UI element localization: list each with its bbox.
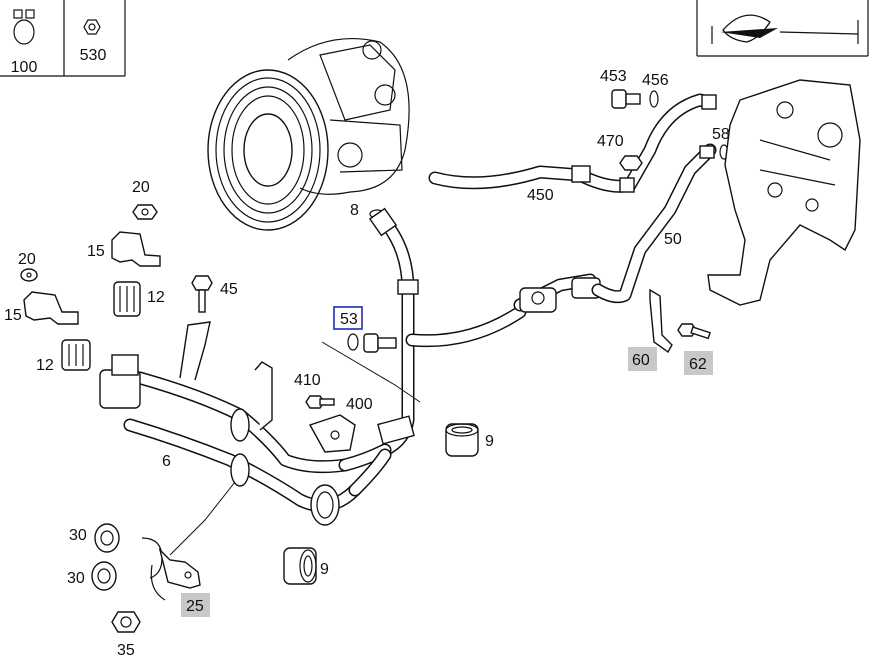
part-label-453[interactable]: 453 [600, 68, 627, 85]
bolt-410[interactable] [305, 395, 335, 409]
part-label-45[interactable]: 45 [220, 281, 238, 298]
part-label-12-upper[interactable]: 12 [147, 289, 165, 306]
part-label-20-upper[interactable]: 20 [132, 179, 150, 196]
part-label-9-right[interactable]: 9 [485, 433, 494, 450]
grommet-30-lower[interactable] [91, 561, 117, 591]
part-label-60[interactable]: 60 [632, 352, 650, 369]
nut-icon [83, 19, 101, 35]
nut-35[interactable] [111, 611, 141, 633]
part-label-400[interactable]: 400 [346, 396, 373, 413]
grommet-9-bottom[interactable] [283, 547, 317, 585]
bolt-62[interactable] [677, 323, 711, 340]
part-label-456[interactable]: 456 [642, 72, 669, 89]
part-label-470[interactable]: 470 [597, 133, 624, 150]
part-label-62[interactable]: 62 [689, 356, 707, 373]
part-label-30-upper[interactable]: 30 [69, 527, 87, 544]
nut-470[interactable] [619, 155, 643, 171]
grommet-30-upper[interactable] [94, 523, 120, 553]
part-label-12-lower[interactable]: 12 [36, 357, 54, 374]
banjo-bolt-453[interactable] [611, 89, 641, 109]
orientation-box [696, 0, 869, 57]
hose-assembly-6[interactable] [99, 321, 392, 513]
part-label-450[interactable]: 450 [527, 187, 554, 204]
part-label-30-lower[interactable]: 30 [67, 570, 85, 587]
clip-25[interactable] [141, 537, 201, 601]
power-steering-pump[interactable] [207, 37, 410, 231]
vehicle-view-icon [711, 14, 859, 44]
part-label-6[interactable]: 6 [162, 453, 171, 470]
highlight-box-60 [628, 347, 657, 371]
part-label-15-upper[interactable]: 15 [87, 243, 105, 260]
hose-clamp-icon [13, 9, 35, 45]
washer-20-lower[interactable] [20, 268, 38, 282]
leader-line-53 [321, 341, 421, 403]
grommet-9-right[interactable] [445, 423, 479, 457]
part-label-25[interactable]: 25 [186, 598, 204, 615]
bolt-45[interactable] [191, 275, 213, 313]
bracket-15-upper[interactable] [111, 231, 161, 267]
nut-part-number[interactable]: 530 [80, 47, 107, 64]
part-label-15-lower[interactable]: 15 [4, 307, 22, 324]
bracket-60[interactable] [649, 288, 673, 354]
clamp-part-number[interactable]: 100 [11, 59, 38, 76]
part-label-20-lower[interactable]: 20 [18, 251, 36, 268]
return-line[interactable] [405, 143, 717, 348]
part-label-53[interactable]: 53 [340, 311, 358, 328]
inset-table: 100 530 [0, 0, 126, 77]
part-label-8[interactable]: 8 [350, 202, 359, 219]
part-label-58[interactable]: 58 [712, 126, 730, 143]
bracket-15-lower[interactable] [23, 291, 79, 325]
highlight-box-62 [684, 351, 713, 375]
banjo-bolt-53[interactable] [347, 333, 397, 353]
leader-line-6 [169, 481, 236, 556]
grommet-on-hose[interactable] [310, 484, 340, 526]
part-label-35[interactable]: 35 [117, 642, 135, 659]
part-label-50[interactable]: 50 [664, 231, 682, 248]
rubber-block-12-upper[interactable] [113, 281, 141, 317]
highlight-box-25 [181, 593, 210, 617]
part-label-9-bottom[interactable]: 9 [320, 561, 329, 578]
seal-ring-456[interactable] [649, 90, 659, 108]
nut-20-upper[interactable] [132, 204, 158, 220]
selected-part-box [333, 306, 363, 330]
hose-450[interactable] [428, 93, 717, 193]
rubber-block-12-lower[interactable] [61, 339, 91, 371]
clamp-400[interactable] [308, 414, 356, 453]
steering-gear[interactable] [707, 79, 861, 306]
part-label-410[interactable]: 410 [294, 372, 321, 389]
pressure-hose[interactable] [368, 207, 419, 457]
